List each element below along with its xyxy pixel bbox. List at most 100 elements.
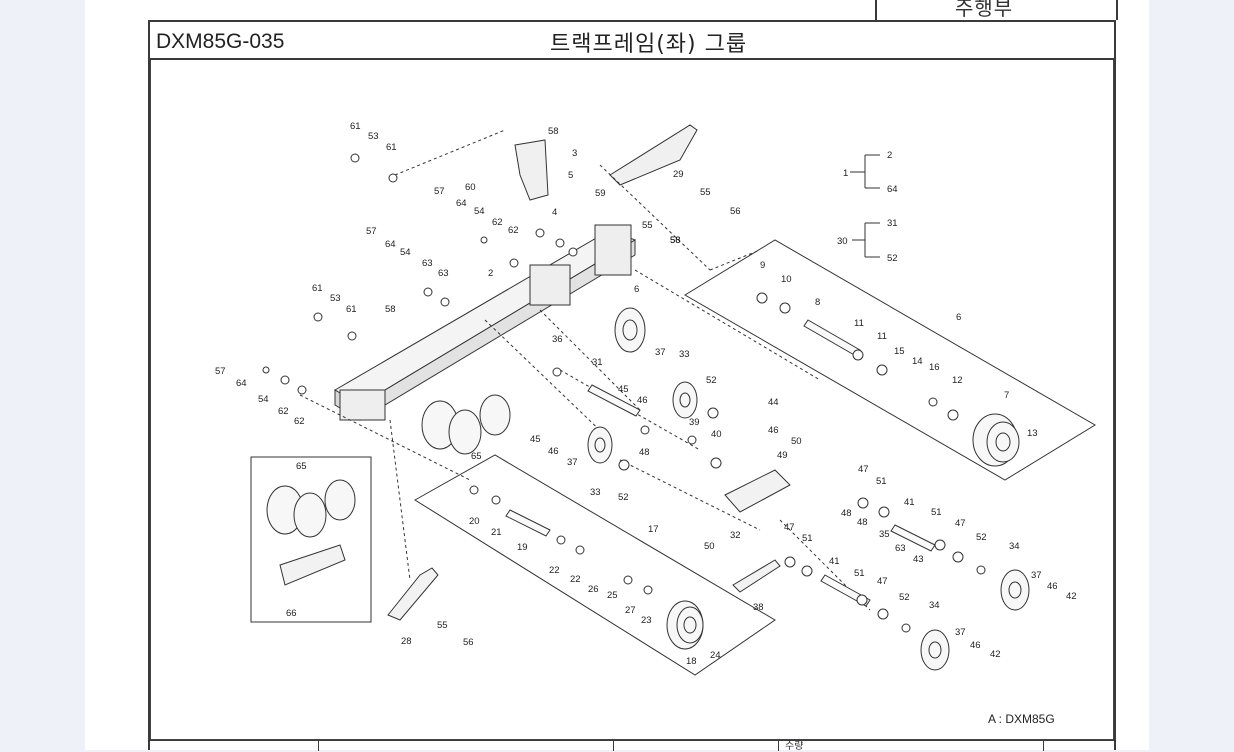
callout-47d: 47 [877,576,888,587]
callout-6b: 6 [956,312,961,323]
callout-56c: 56 [463,637,474,648]
callout-45: 45 [618,384,629,395]
callout-46c: 46 [768,425,779,436]
callout-46b: 46 [548,446,559,457]
track-frame-beam [334,229,637,406]
callout-65b: 65 [471,451,482,462]
callout-23: 23 [641,615,652,626]
callout-2: 2 [488,268,493,279]
kit-box-6 [684,239,1096,481]
kit-box-65-66 [250,456,372,623]
callout-62d: 62 [294,416,305,427]
callout-8: 8 [815,297,820,308]
callout-64b: 64 [385,239,396,250]
callout-52c: 52 [976,532,987,543]
bracket-part-29 [609,124,698,186]
callout-51: 51 [876,476,887,487]
callout-61d: 61 [346,304,357,315]
callout-42b: 42 [990,649,1001,660]
callout-28: 28 [401,636,412,647]
callout-51d: 51 [854,568,865,579]
callout-11: 11 [854,318,864,329]
drawing-title: 트랙프레임(좌) 그룹 [550,32,748,57]
callout-39: 39 [689,417,700,428]
callout-46e: 46 [970,640,981,651]
callout-63b: 63 [438,268,449,279]
callout-49: 49 [777,450,788,461]
callout-22: 22 [549,565,560,576]
callout-31: 31 [592,357,603,368]
callout-46: 46 [637,395,648,406]
callout-37b: 37 [567,457,578,468]
callout-44: 44 [768,397,779,408]
callout-48b: 48 [841,508,852,519]
callout-17: 17 [648,524,659,535]
drawing-sheet: 주행부 DXM85G-035 트랙프레임(좌) 그룹 A : DXM85G 수량 [85,0,1149,752]
group-main-1: 1 [843,168,848,179]
callout-37c: 37 [1031,570,1042,581]
callout-56b: 56 [670,235,681,246]
title-row: DXM85G-035 트랙프레임(좌) 그룹 [150,22,1114,60]
callout-7: 7 [1004,390,1009,401]
callout-34b: 34 [929,600,940,611]
callout-54b: 54 [400,247,411,258]
callout-64c: 64 [236,378,247,389]
callout-52: 52 [706,375,717,386]
callout-50b: 50 [704,541,715,552]
callout-9: 9 [760,260,765,271]
callout-35: 35 [879,529,890,540]
callout-33: 33 [679,349,690,360]
link-part-32 [724,469,791,513]
callout-37: 37 [655,347,666,358]
callout-63: 63 [422,258,433,269]
callout-27: 27 [625,605,636,616]
callout-15: 15 [894,346,905,357]
callout-62c: 62 [278,406,289,417]
callout-34: 34 [1009,541,1020,552]
group-range-labels: 1 2 64 30 31 52 [837,150,898,264]
callout-50: 50 [791,436,802,447]
callout-59: 59 [595,188,606,199]
callout-54: 54 [474,206,485,217]
callout-66: 66 [286,608,297,619]
callout-32: 32 [730,530,741,541]
callout-13: 13 [1027,428,1038,439]
callout-48: 48 [639,447,650,458]
callout-41b: 41 [829,556,840,567]
callout-26: 26 [588,584,599,595]
callout-51c: 51 [802,533,813,544]
callout-64: 64 [456,198,467,209]
callout-6: 6 [634,284,639,295]
quantity-label: 수량 [785,741,804,752]
callout-55b: 55 [642,220,653,231]
callout-52b: 52 [618,492,629,503]
bracket-part-3 [514,139,549,201]
callout-45b: 45 [530,434,541,445]
callout-57c: 57 [215,366,226,377]
callout-4: 4 [552,207,557,218]
callout-48c: 48 [857,517,868,528]
callout-60: 60 [465,182,476,193]
callout-47: 47 [858,464,869,475]
callout-58c: 58 [670,235,681,246]
callout-61: 61 [350,121,361,132]
callout-55: 55 [700,187,711,198]
callout-51b: 51 [931,507,942,518]
group-from-1: 2 [887,150,892,161]
callout-42: 42 [1066,591,1077,602]
group-from-2: 31 [887,218,898,229]
callout-56: 56 [730,206,741,217]
group-main-2: 30 [837,236,848,247]
callout-36: 36 [552,334,563,345]
callout-14: 14 [912,356,923,367]
part-callouts: 3 4 5 6 6 7 8 9 10 11 11 12 13 14 15 16 … [215,121,1077,667]
drawing-frame [148,20,1116,750]
callout-47b: 47 [955,518,966,529]
callout-3: 3 [572,148,577,159]
callout-47c: 47 [784,522,795,533]
callout-22b: 22 [570,574,581,585]
kit-box-17 [414,454,776,676]
callout-57: 57 [434,186,445,197]
callout-53: 53 [368,131,379,142]
